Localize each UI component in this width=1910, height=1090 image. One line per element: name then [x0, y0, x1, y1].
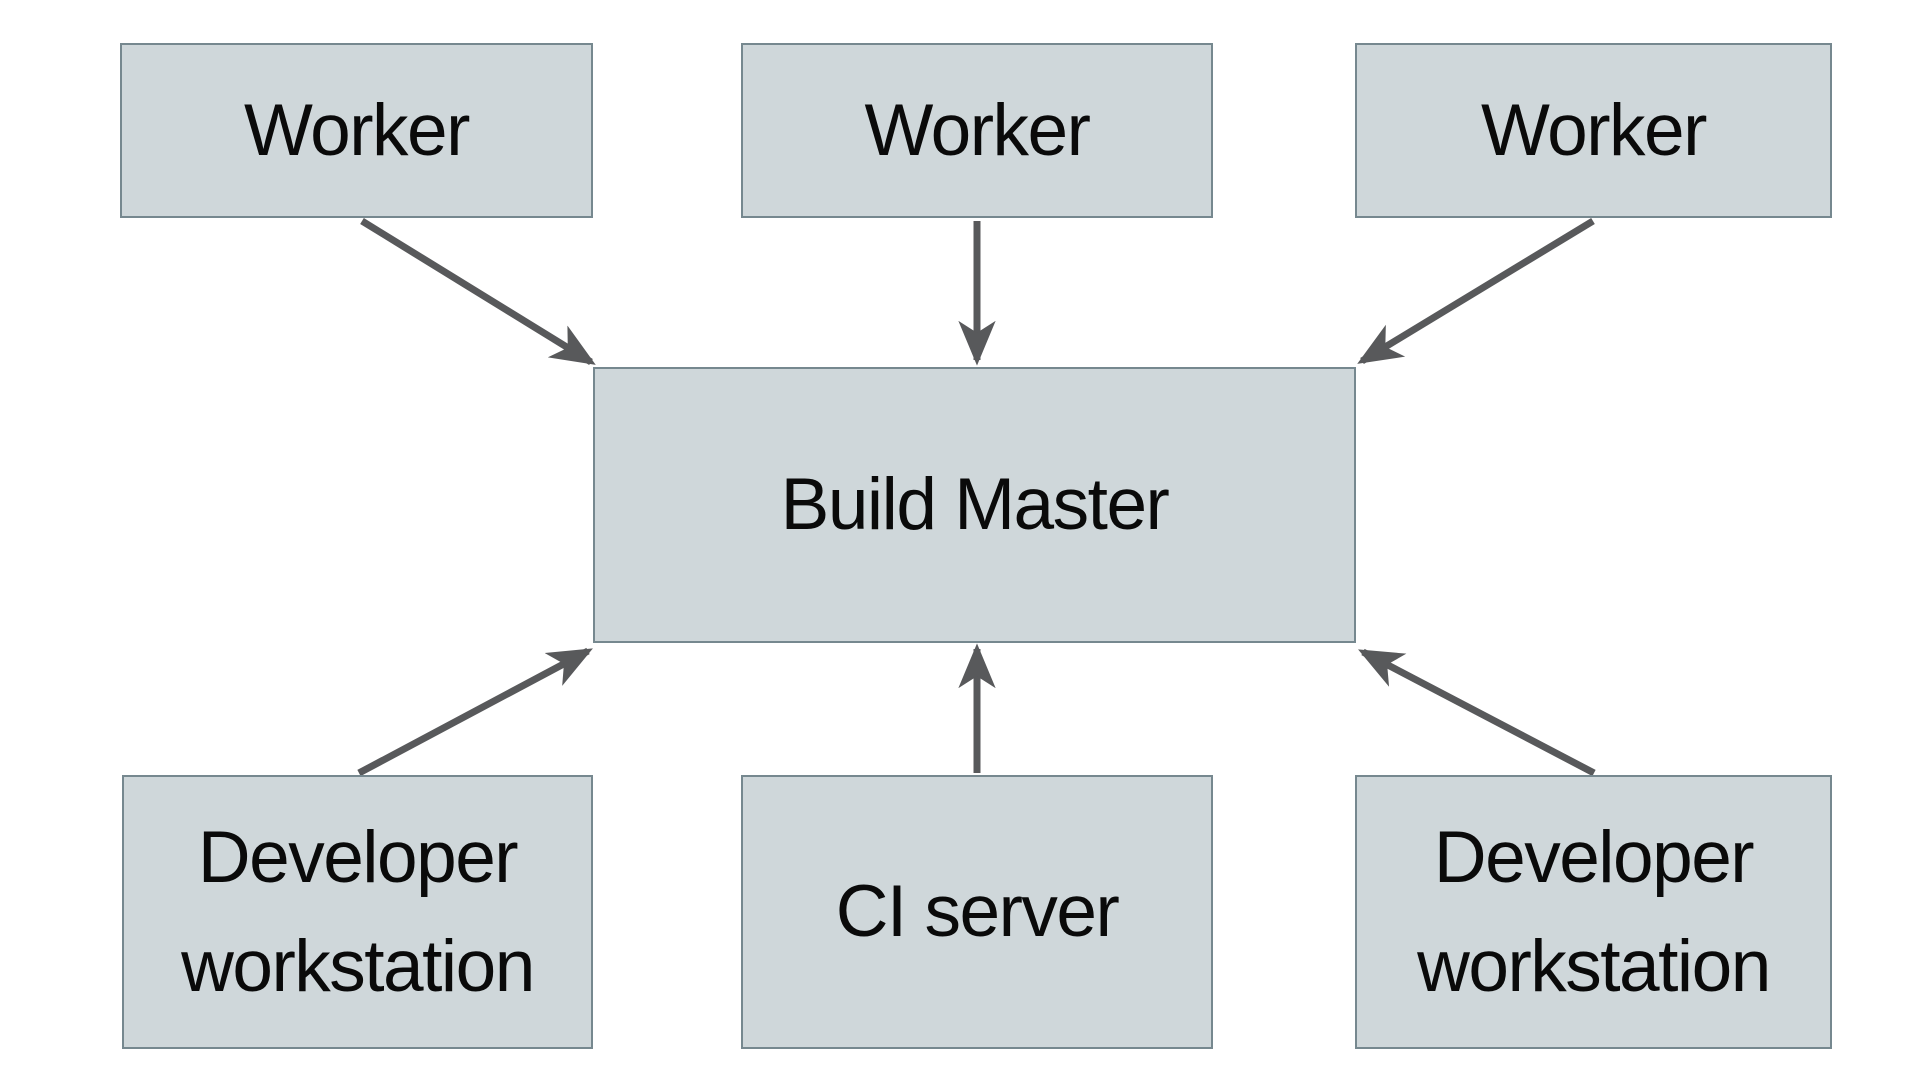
- node-developer-workstation-left: Developer workstation: [122, 775, 593, 1049]
- node-developer-workstation-right: Developer workstation: [1355, 775, 1832, 1049]
- node-build-master-label: Build Master: [780, 464, 1170, 546]
- arrow-dev-right-to-build-master: [1358, 648, 1596, 777]
- node-ci-server-label: CI server: [835, 871, 1120, 953]
- arrow-worker-1-to-build-master: [360, 218, 596, 365]
- arrow-worker-3-to-build-master: [1357, 218, 1595, 364]
- node-worker-2-label: Worker: [864, 89, 1091, 171]
- node-developer-workstation-right-label: Developer workstation: [1417, 816, 1771, 1008]
- node-worker-1-label: Worker: [244, 89, 470, 171]
- arrow-dev-left-to-build-master: [357, 647, 593, 777]
- node-worker-1: Worker: [120, 43, 593, 218]
- node-ci-server: CI server: [741, 775, 1213, 1049]
- node-worker-3-label: Worker: [1481, 89, 1707, 171]
- node-worker-3: Worker: [1355, 43, 1832, 218]
- node-worker-2: Worker: [741, 43, 1213, 218]
- node-build-master: Build Master: [593, 367, 1356, 643]
- node-developer-workstation-left-label: Developer workstation: [181, 816, 535, 1008]
